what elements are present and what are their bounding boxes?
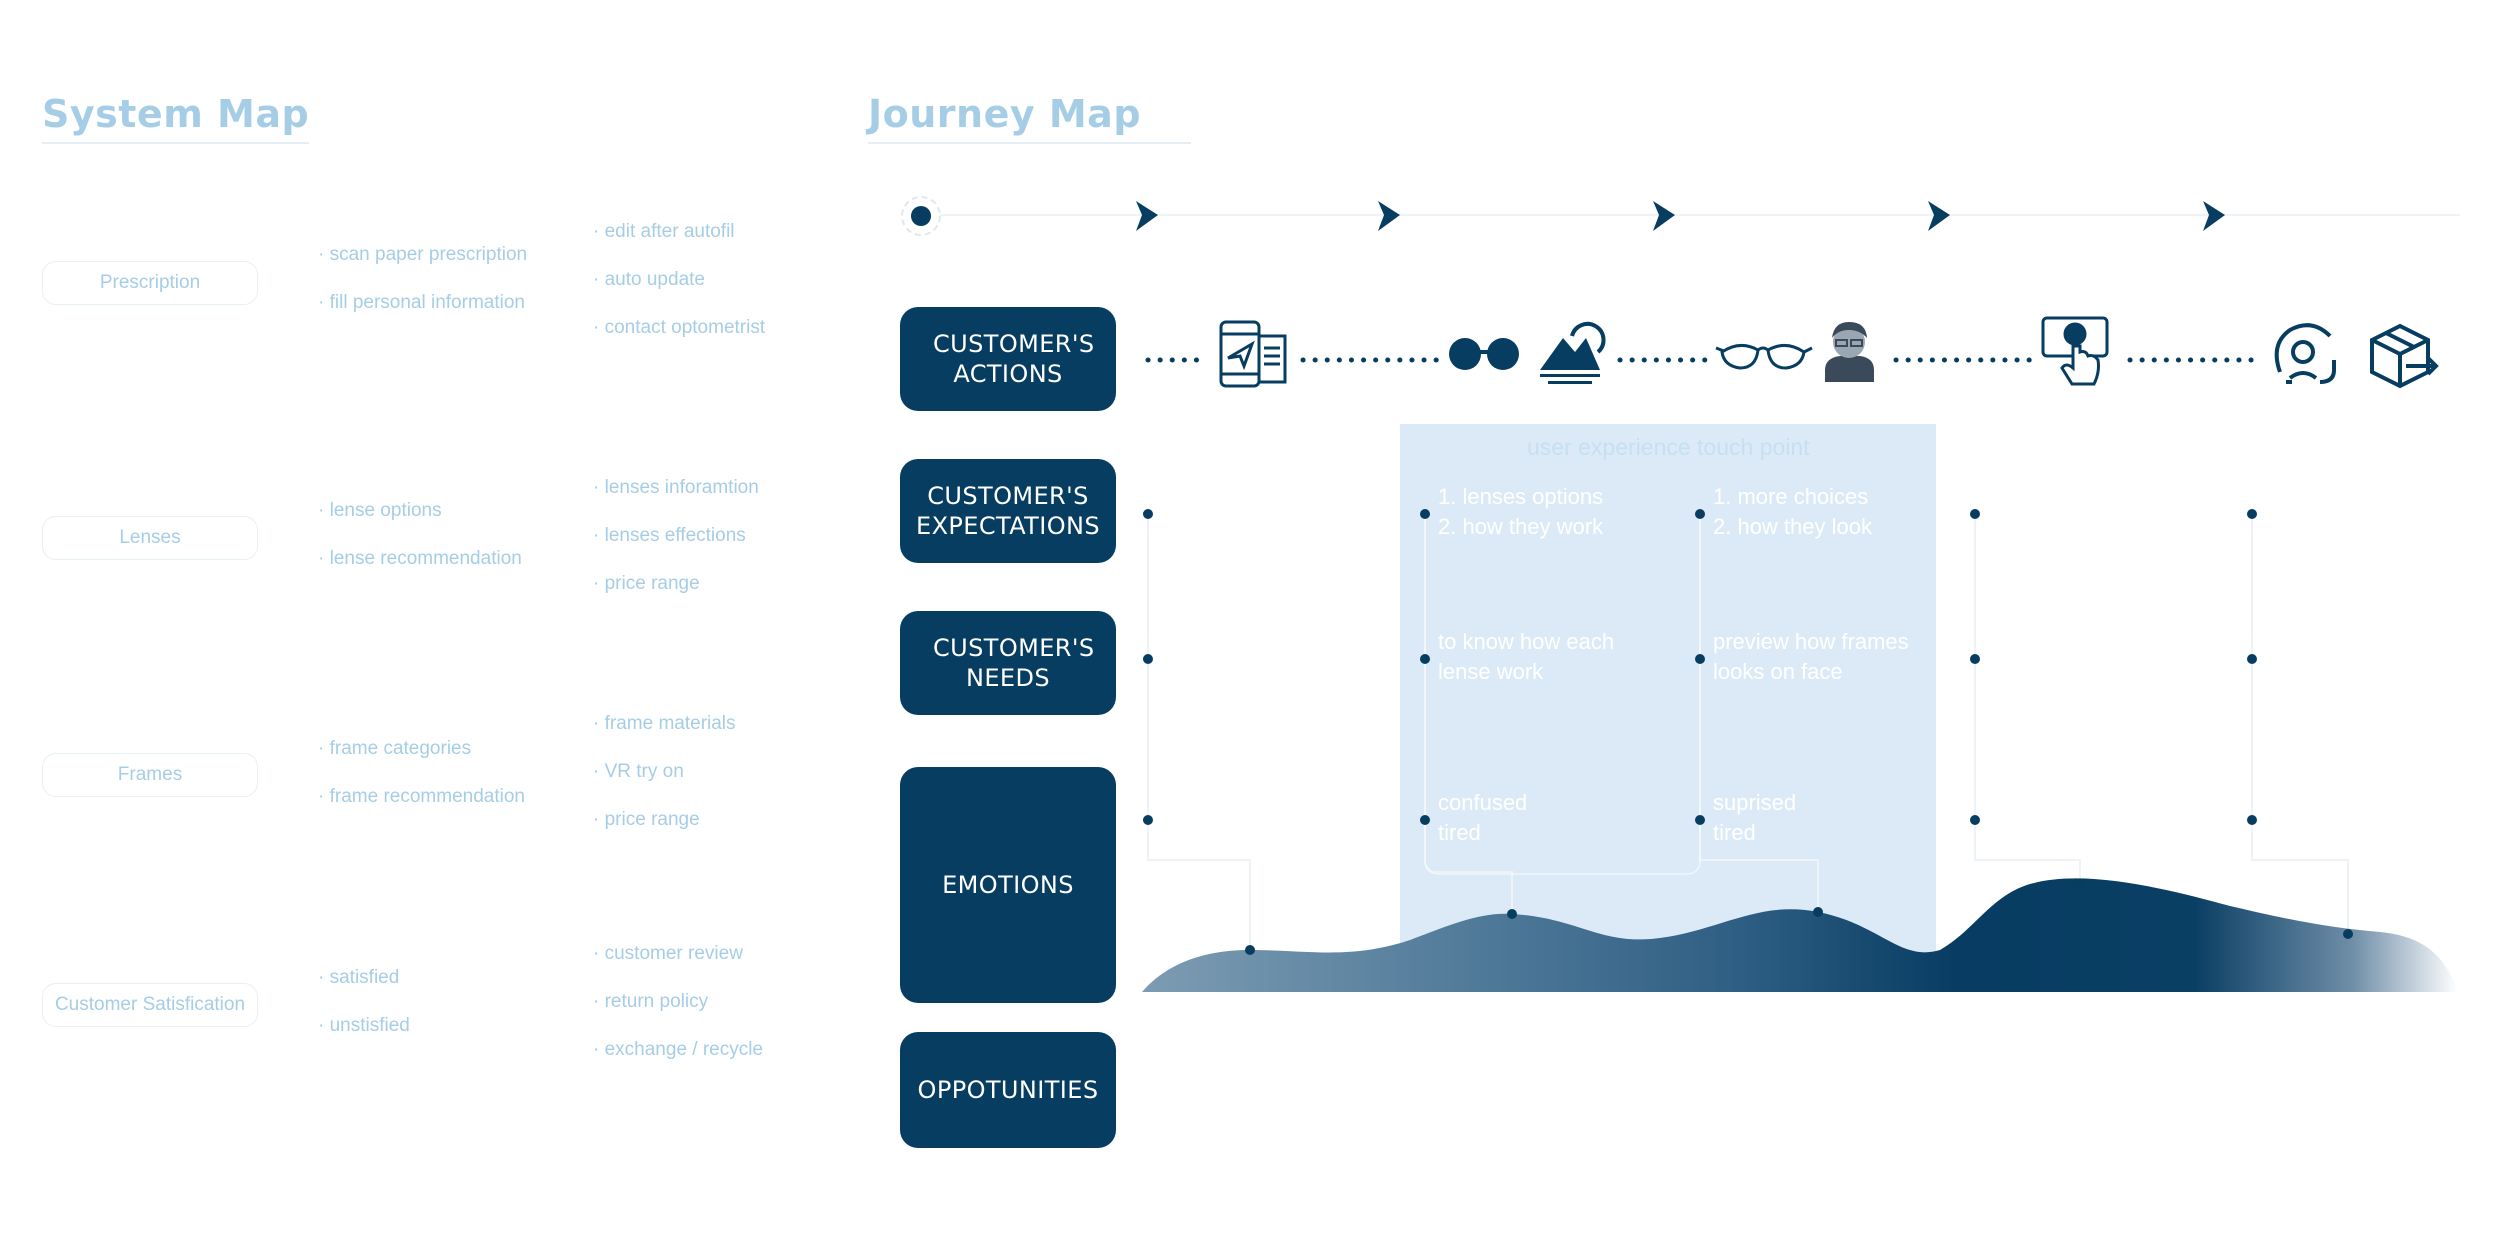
touch-point-expectation: 1. more choices 2. how they look	[1713, 484, 1872, 539]
sub-item: · auto update	[593, 269, 705, 290]
step-arrow	[1928, 201, 1950, 231]
step-arrow	[1653, 201, 1675, 231]
glasses-icon	[1449, 338, 1519, 370]
sub-item: · unstisfied	[318, 1015, 410, 1036]
step-arrow	[1136, 201, 1158, 231]
touch-point-expectation: 1. lenses options 2. how they work	[1438, 484, 1604, 539]
landscape-icon	[1540, 321, 1606, 384]
person-with-glasses-icon	[1825, 322, 1874, 382]
journey-map-title: Journey Map	[868, 92, 1192, 144]
category-prescription[interactable]: Prescription	[42, 261, 258, 305]
sub-item: · lenses effections	[593, 525, 746, 546]
step-arrow	[1378, 201, 1400, 231]
sub-item: · frame materials	[593, 713, 736, 734]
step-arrows	[1136, 201, 2225, 231]
sub-item: · lense recommendation	[318, 548, 522, 569]
sub-item: · edit after autofil	[593, 221, 735, 242]
sub-item: · contact optometrist	[593, 317, 766, 338]
mobile-send-icon	[1219, 320, 1287, 388]
sub-item: · exchange / recycle	[593, 1039, 764, 1060]
progress-start	[901, 196, 941, 236]
sub-item: · satisfied	[318, 967, 400, 988]
category-frames[interactable]: Frames	[42, 753, 258, 797]
row-label-expectations: CUSTOMER'S EXPECTATIONS	[900, 459, 1116, 563]
touch-point-inner-lines	[1424, 518, 1701, 875]
touch-point-title: user experience touch point	[1527, 434, 1810, 460]
sub-item: · fill personal information	[318, 292, 525, 313]
emotion-points	[1245, 879, 2353, 955]
system-map-title: System Map	[42, 92, 310, 144]
touch-point-need: to know how each lense work	[1438, 629, 1615, 684]
row-label-opportunities: OPPOTUNITIES	[900, 1032, 1116, 1148]
touch-point-emotion: confused tired	[1438, 790, 1528, 845]
sub-item: · lenses inforamtion	[593, 477, 759, 498]
sub-item: · scan paper prescription	[318, 244, 528, 265]
sub-item: · frame recommendation	[318, 786, 525, 807]
sub-item: · frame categories	[318, 738, 472, 759]
face-scan-icon	[2274, 323, 2336, 384]
row-dots	[1143, 509, 2257, 825]
box-delivery-icon	[2370, 323, 2439, 389]
touch-point-emotion: suprised tired	[1713, 790, 1797, 845]
tap-phone-icon	[2041, 316, 2109, 386]
touch-point-need: preview how frames looks on face	[1713, 629, 1909, 684]
step-arrow	[2203, 201, 2225, 231]
sub-item: · price range	[593, 573, 700, 594]
sub-item: · return policy	[593, 991, 709, 1012]
sub-item: · lense options	[318, 500, 442, 521]
cat-eye-glasses-icon	[1715, 344, 1813, 370]
stage-connectors	[1147, 518, 2349, 948]
category-lenses[interactable]: Lenses	[42, 516, 258, 560]
category-customer-satisfication[interactable]: Customer Satisfication	[42, 983, 258, 1027]
sub-item: · customer review	[593, 943, 743, 964]
emotion-wave	[1142, 878, 2458, 992]
row-label-needs: CUSTOMER'S NEEDS	[900, 611, 1116, 715]
sub-item: · VR try on	[593, 761, 684, 782]
row-label-emotions: EMOTIONS	[900, 767, 1116, 1003]
sub-item: · price range	[593, 809, 700, 830]
touch-point-panel	[1400, 424, 1936, 992]
row-label-actions: CUSTOMER'S ACTIONS	[900, 307, 1116, 411]
